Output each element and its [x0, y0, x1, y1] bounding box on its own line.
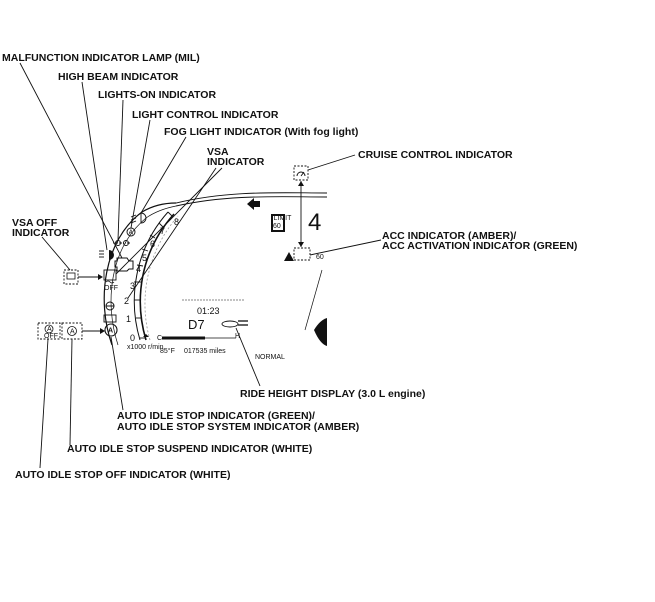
label-acc-line1: ACC INDICATOR (AMBER)/	[382, 230, 516, 242]
vsa-icon	[103, 269, 117, 284]
lane-digit: 4	[308, 209, 321, 236]
tach-number: 1	[126, 314, 131, 324]
label-auto-idle-line2: AUTO IDLE STOP SYSTEM INDICATOR (AMBER)	[117, 421, 359, 433]
light-control-icon: A	[126, 227, 136, 237]
label-acc-line2: ACC ACTIVATION INDICATOR (GREEN)	[382, 240, 577, 252]
svg-text:OFF: OFF	[44, 333, 58, 340]
battery-icon	[103, 314, 117, 323]
svg-text:A: A	[129, 230, 134, 237]
center-display: 01:23 D7 C H 85°F 017535 miles NORMAL	[143, 299, 285, 361]
svg-text:A: A	[108, 328, 113, 335]
label-mil: MALFUNCTION INDICATOR LAMP (MIL)	[2, 52, 200, 64]
vsa-off-text: OFF	[104, 285, 118, 292]
seatbelt-icon	[105, 301, 115, 311]
label-light-control: LIGHT CONTROL INDICATOR	[132, 109, 279, 121]
vehicle-silhouette	[314, 318, 327, 346]
label-auto-idle-off: AUTO IDLE STOP OFF INDICATOR (WHITE)	[15, 469, 230, 481]
navigation-arrow-icon	[247, 198, 260, 210]
label-auto-idle-line1: AUTO IDLE STOP INDICATOR (GREEN)/	[117, 410, 315, 422]
gear-display: D7	[188, 317, 205, 332]
label-auto-idle-suspend: AUTO IDLE STOP SUSPEND INDICATOR (WHITE)	[67, 443, 312, 455]
cluster-outline	[103, 192, 328, 346]
right-display: LIMIT 60 4 60	[247, 198, 327, 346]
label-high-beam: HIGH BEAM INDICATOR	[58, 71, 179, 83]
fuel-hot-label: H	[235, 333, 240, 340]
ride-height-icon	[221, 320, 248, 328]
auto-idle-suspend-icon-box: A	[61, 322, 83, 340]
fog-light-icon	[130, 212, 147, 224]
tach-number: 3	[130, 281, 135, 291]
label-lights-on: LIGHTS-ON INDICATOR	[98, 89, 216, 101]
label-vsa-line2: INDICATOR	[207, 156, 265, 168]
lights-on-icon	[113, 240, 130, 246]
tach-number: 8	[174, 217, 179, 227]
label-cruise: CRUISE CONTROL INDICATOR	[358, 149, 513, 161]
acc-speed: 60	[316, 254, 324, 261]
drive-mode: NORMAL	[255, 354, 285, 361]
clock: 01:23	[197, 306, 220, 316]
label-vsa-line1: VSA	[207, 146, 229, 158]
auto-idle-off-icon-box: A OFF	[37, 322, 61, 340]
label-vsa-off-line2: INDICATOR	[12, 227, 70, 239]
svg-text:A: A	[70, 329, 75, 336]
rpm-unit: x1000 r/min	[127, 344, 164, 351]
vsa-off-icon-box	[63, 269, 79, 285]
tach-number: 7	[160, 226, 165, 236]
callout-labels: MALFUNCTION INDICATOR LAMP (MIL) HIGH BE…	[2, 52, 577, 481]
high-beam-icon	[99, 250, 114, 260]
speed-limit-value: 60	[273, 223, 281, 230]
label-ride-height: RIDE HEIGHT DISPLAY (3.0 L engine)	[240, 388, 425, 400]
outside-temperature: 85°F	[160, 347, 175, 355]
fuel-cold-label: C	[157, 335, 162, 342]
fuel-gauge-icon	[143, 334, 149, 337]
label-vsa-off-line1: VSA OFF	[12, 217, 58, 229]
lane-cone-icon	[284, 252, 294, 261]
leader-lines	[19, 62, 382, 469]
tach-number: 5	[142, 253, 147, 263]
tach-number: 4	[136, 264, 141, 274]
cluster-indicators: A OFF A	[99, 212, 147, 337]
tach-number: 2	[124, 296, 129, 306]
tach-number: 6	[150, 239, 155, 249]
speed-limit-top: LIMIT	[274, 215, 293, 222]
label-fog-light: FOG LIGHT INDICATOR (With fog light)	[164, 126, 358, 138]
auto-idle-cluster-icon: A	[104, 323, 118, 337]
acc-icon	[293, 247, 311, 261]
svg-text:A: A	[47, 326, 52, 333]
cruise-control-icon-box	[293, 165, 309, 181]
tach-number: 0	[130, 333, 135, 343]
odometer: 017535 miles	[184, 348, 226, 355]
